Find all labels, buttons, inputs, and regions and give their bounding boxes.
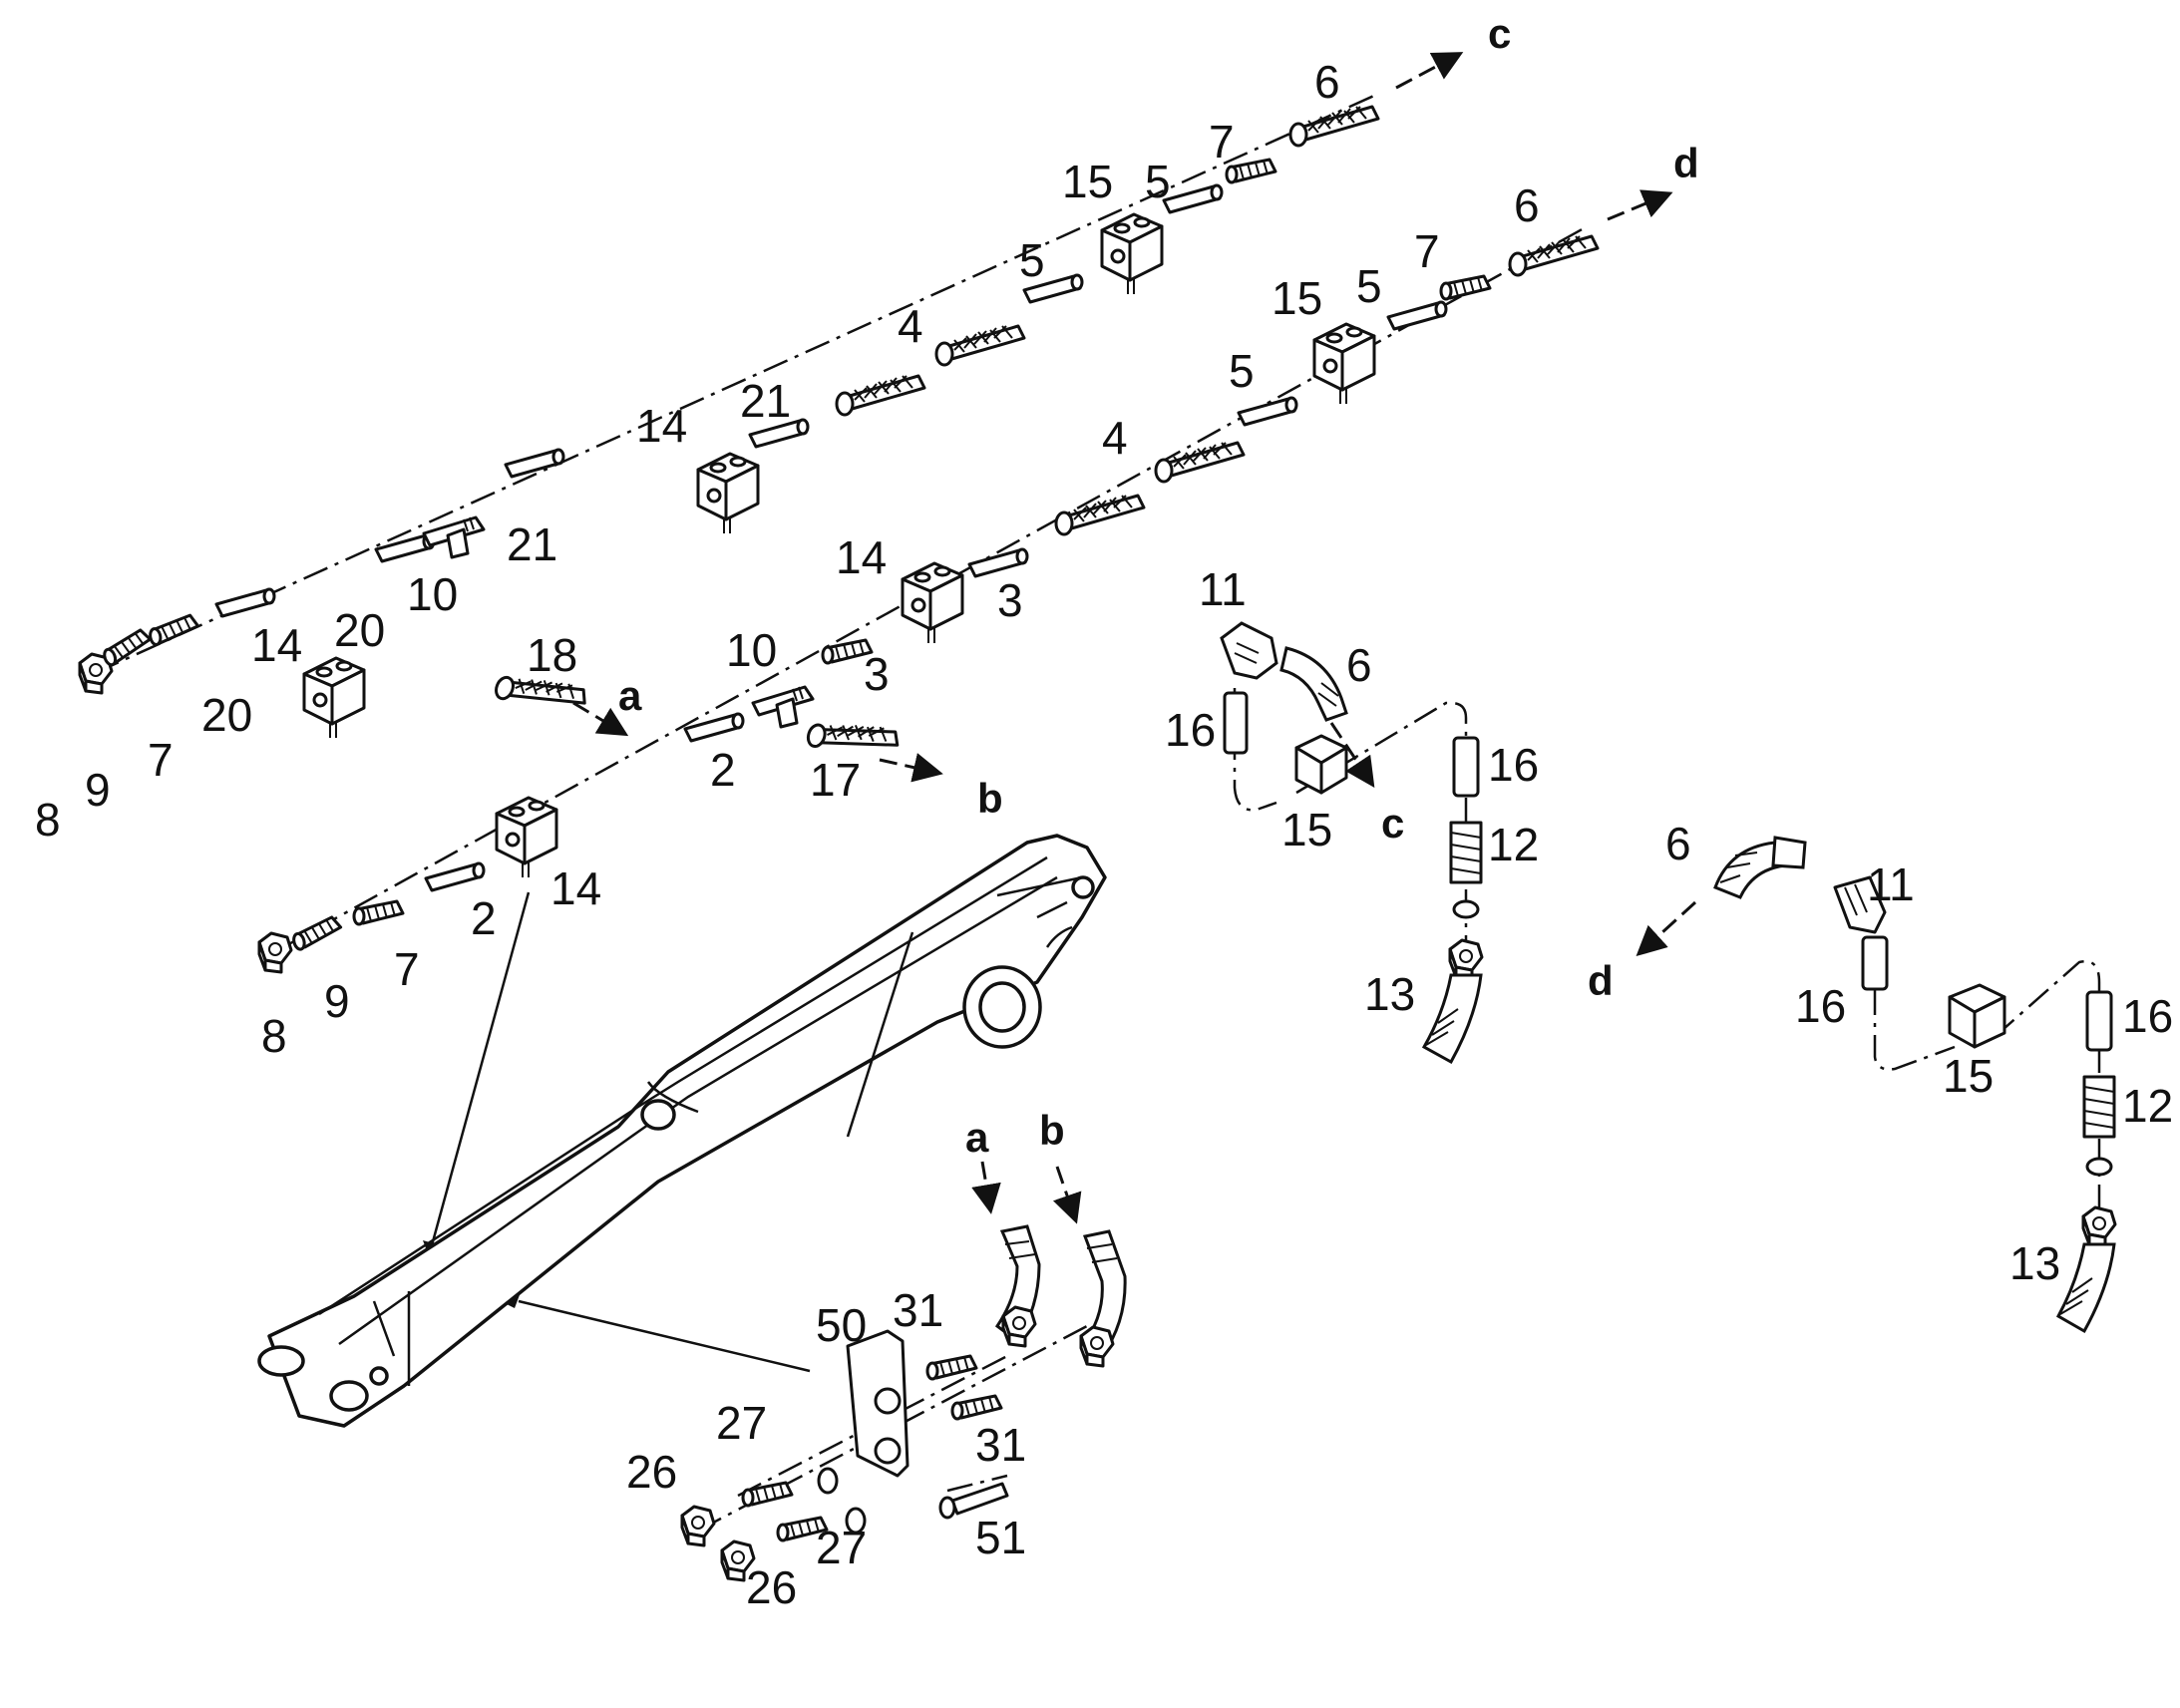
callout: 5	[1229, 345, 1255, 397]
callout: 4	[898, 300, 923, 352]
callout: 16	[1488, 739, 1539, 791]
ref-letter: b	[977, 775, 1003, 822]
ref-letter: c	[1381, 800, 1404, 847]
callout: 8	[35, 794, 61, 846]
callout: 18	[527, 629, 577, 681]
callout: 14	[636, 400, 687, 452]
ref-letter: a	[965, 1114, 989, 1161]
far-right-assembly-parts	[1713, 836, 2117, 1334]
callout: 21	[740, 375, 791, 427]
callout: 11	[1199, 563, 1247, 615]
excavator-boom	[257, 834, 1107, 1428]
callout: 6	[1314, 56, 1340, 108]
callout: 7	[148, 734, 174, 786]
callout: 21	[507, 518, 557, 570]
callout: 2	[471, 892, 497, 944]
far-right-assembly-chain	[1873, 959, 2101, 1216]
callout: 27	[716, 1397, 767, 1449]
callout: 15	[1272, 272, 1322, 324]
callout: 14	[550, 862, 601, 914]
callout: 12	[1488, 819, 1539, 870]
callout: 14	[836, 531, 887, 583]
callout: 6	[1346, 639, 1372, 691]
callout: 13	[1364, 968, 1415, 1020]
callout: 2	[710, 744, 736, 796]
callout: 50	[816, 1299, 867, 1351]
reference-letters: c d a b c d a b	[618, 10, 1699, 1161]
callout: 5	[1019, 234, 1045, 286]
callout: 8	[261, 1010, 287, 1062]
callout: 15	[1062, 156, 1113, 207]
callout: 16	[2122, 990, 2173, 1042]
callout: 12	[2122, 1080, 2173, 1132]
right-assembly-parts	[1220, 621, 1484, 1065]
callout: 15	[1281, 804, 1332, 855]
callout: 7	[1414, 225, 1440, 277]
ref-letter: c	[1488, 10, 1511, 57]
callout: 10	[726, 624, 777, 676]
callout: 9	[324, 975, 350, 1027]
callout: 4	[1102, 412, 1128, 464]
callout: 6	[1514, 179, 1540, 231]
callout: 5	[1356, 260, 1382, 312]
callout: 31	[975, 1419, 1026, 1471]
callout: 27	[816, 1522, 867, 1573]
callout: 10	[407, 568, 458, 620]
callout: 15	[1943, 1050, 1994, 1102]
callout: 51	[975, 1512, 1026, 1563]
callout: 20	[334, 604, 385, 656]
callout: 11	[1867, 858, 1915, 910]
middle-assembly-parts	[257, 234, 1600, 974]
callout: 7	[1209, 116, 1235, 168]
callout: 3	[997, 574, 1023, 626]
callout: 31	[893, 1284, 943, 1336]
ref-letter: a	[618, 672, 642, 719]
callout: 13	[2009, 1237, 2060, 1289]
callout: 6	[1665, 818, 1691, 869]
callout: 16	[1165, 704, 1216, 756]
upper-assembly-chain	[94, 93, 1377, 675]
callout: 26	[746, 1561, 797, 1613]
callout: 9	[85, 764, 111, 816]
callout: 5	[1145, 156, 1171, 207]
callout: 26	[626, 1446, 677, 1498]
ref-letter: d	[1588, 957, 1614, 1004]
callout: 16	[1795, 980, 1846, 1032]
ref-letter: b	[1039, 1107, 1065, 1154]
right-assembly-chain	[1233, 688, 1468, 957]
callout: 17	[810, 754, 861, 806]
callout: 3	[864, 648, 890, 700]
callout: 14	[251, 619, 302, 671]
flow-arrows	[572, 52, 1697, 1224]
lower-bracket-parts	[680, 1224, 1127, 1582]
callout: 20	[201, 689, 252, 741]
callout-numbers: 8 9 7 20 20 14 10 21 18 14 21 4 5 15 5 7…	[35, 56, 2173, 1613]
ref-letter: d	[1673, 140, 1699, 186]
callout: 7	[394, 943, 420, 995]
